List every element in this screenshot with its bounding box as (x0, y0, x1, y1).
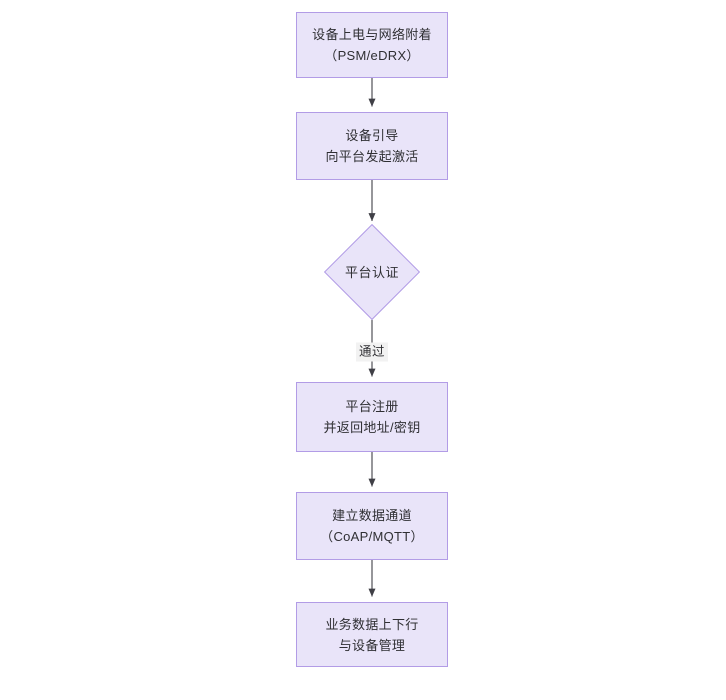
node-label-line1: 平台注册 (345, 399, 399, 414)
node-label-line1: 设备上电与网络附着 (312, 27, 432, 42)
node-device-power-on[interactable]: 设备上电与网络附着 （PSM/eDRX） (296, 12, 448, 78)
node-label-line2: 并返回地址/密钥 (323, 420, 421, 435)
node-establish-data-channel[interactable]: 建立数据通道 （CoAP/MQTT） (296, 492, 448, 560)
node-label-line1: 设备引导 (345, 128, 399, 143)
node-device-bootstrap[interactable]: 设备引导 向平台发起激活 (296, 112, 448, 180)
node-label-line2: 向平台发起激活 (325, 149, 419, 164)
node-platform-authentication[interactable]: 平台认证 (323, 223, 421, 321)
node-label-line1: 平台认证 (344, 264, 399, 280)
node-label-line2: （PSM/eDRX） (324, 48, 420, 63)
node-business-data-and-device-management[interactable]: 业务数据上下行 与设备管理 (296, 602, 448, 667)
node-label-line2: 与设备管理 (338, 637, 406, 653)
node-label-line1: 建立数据通道 (332, 508, 412, 523)
node-label-line1: 业务数据上下行 (325, 616, 419, 632)
edge-label-pass: 通过 (355, 342, 389, 362)
node-label-line2: （CoAP/MQTT） (320, 529, 424, 544)
node-platform-registration[interactable]: 平台注册 并返回地址/密钥 (296, 382, 448, 452)
